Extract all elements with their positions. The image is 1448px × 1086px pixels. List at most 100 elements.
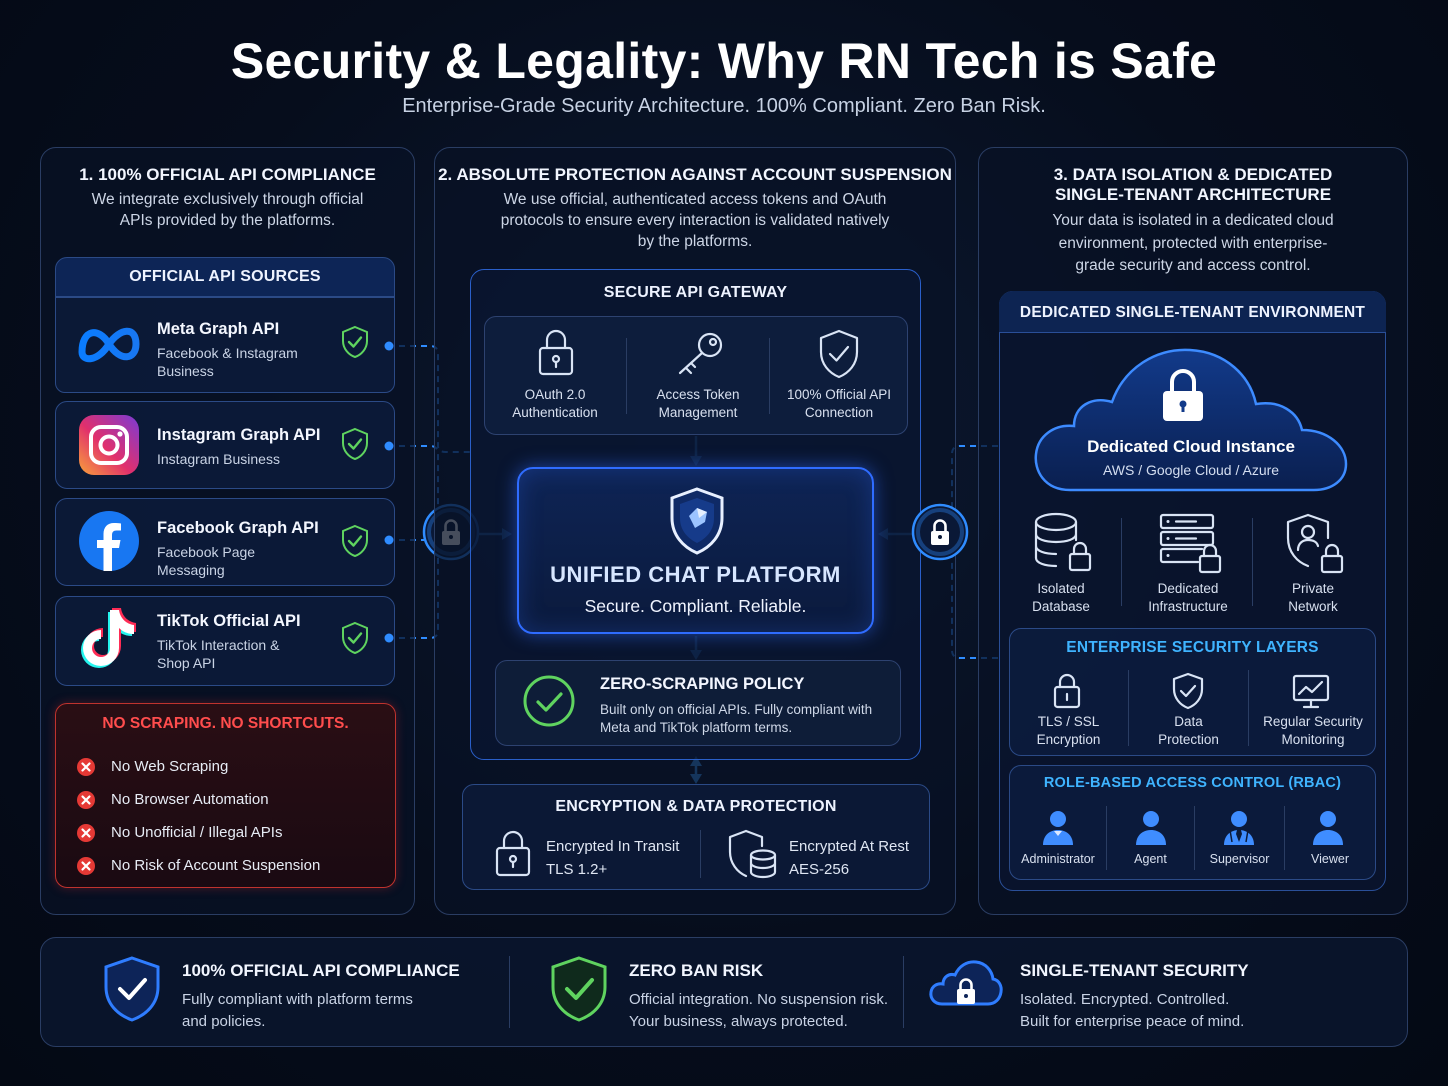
- footer-desc-line: Your business, always protected.: [629, 1013, 848, 1030]
- layer-item-line: TLS / SSL: [1037, 714, 1100, 729]
- gateway-item-line: Management: [658, 405, 738, 420]
- env-title: DEDICATED SINGLE-TENANT ENVIRONMENT: [1019, 304, 1366, 321]
- gateway-item-line: Connection: [804, 405, 874, 420]
- enc-item-line: Encrypted In Transit: [546, 838, 680, 855]
- footer-desc-line: Isolated. Encrypted. Controlled.: [1020, 991, 1230, 1008]
- role-label: Viewer: [1311, 852, 1349, 866]
- no-scraping-box: [55, 703, 396, 888]
- col2-desc-line2: protocols to ensure every interaction is…: [500, 212, 890, 229]
- connector-dot: [384, 341, 394, 351]
- layers-title: ENTERPRISE SECURITY LAYERS: [1066, 639, 1319, 656]
- viewer-avatar-icon: [1313, 811, 1343, 845]
- divider: [1284, 806, 1285, 870]
- verified-shield-icon: [342, 427, 368, 461]
- no-item-label: No Risk of Account Suspension: [111, 857, 321, 874]
- administrator-avatar-icon: [1043, 811, 1073, 845]
- role-label: Administrator: [1021, 852, 1095, 866]
- layer-item-line: Protection: [1158, 732, 1219, 747]
- no-scraping-title: NO SCRAPING. NO SHORTCUTS.: [102, 715, 349, 732]
- lock-node-icon: [911, 503, 969, 561]
- enc-rest: Encrypted At Rest AES-256: [789, 835, 909, 881]
- tiktok-logo-icon: [81, 608, 136, 668]
- col1-desc-line2: APIs provided by the platforms.: [119, 212, 336, 229]
- footer-desc-line: Built for enterprise peace of mind.: [1020, 1013, 1245, 1030]
- verified-shield-icon: [342, 621, 368, 655]
- layer-item-line: Data: [1174, 714, 1203, 729]
- divider: [903, 956, 904, 1028]
- divider: [1128, 670, 1129, 746]
- divider: [1121, 518, 1122, 606]
- platform-title: UNIFIED CHAT PLATFORM: [550, 562, 841, 587]
- gateway-item-label: 100% Official API Connection: [774, 386, 904, 422]
- infra-item-line: Private: [1291, 581, 1335, 596]
- gateway-item-label: Access Token Management: [632, 386, 764, 422]
- no-list: No Web Scraping No Browser Automation No…: [76, 750, 320, 882]
- list-item: No Browser Automation: [76, 783, 320, 816]
- col1-heading: 1. 100% OFFICIAL API COMPLIANCE: [79, 165, 376, 184]
- gateway-item-line: 100% Official API: [786, 387, 892, 402]
- shield-database-icon: [728, 829, 777, 879]
- server-lock-icon: [1159, 513, 1222, 574]
- infra-item-line: Infrastructure: [1148, 599, 1228, 614]
- cloud-subtitle: AWS / Google Cloud / Azure: [1102, 462, 1280, 478]
- monitor-chart-icon: [1292, 674, 1330, 709]
- gateway-item-line: Authentication: [512, 405, 598, 420]
- check-circle-icon: [523, 675, 575, 727]
- zero-scraping-line: Meta and TikTok platform terms.: [600, 720, 793, 735]
- infra-item-line: Dedicated: [1157, 581, 1219, 596]
- api-sources-title: OFFICIAL API SOURCES: [129, 268, 321, 285]
- col2-heading: 2. ABSOLUTE PROTECTION AGAINST ACCOUNT S…: [438, 165, 952, 184]
- col2-desc-line1: We use official, authenticated access to…: [503, 191, 887, 208]
- list-item: No Unofficial / Illegal APIs: [76, 816, 320, 849]
- api-source-name: Meta Graph API: [157, 320, 280, 338]
- connector-dot: [384, 535, 394, 545]
- divider: [1106, 806, 1107, 870]
- divider: [1252, 518, 1253, 606]
- enc-item-line: TLS 1.2+: [546, 861, 608, 878]
- zero-scraping-line: Built only on official APIs. Fully compl…: [600, 702, 873, 717]
- no-item-label: No Browser Automation: [111, 791, 269, 808]
- col1-desc-line1: We integrate exclusively through officia…: [91, 191, 364, 208]
- divider: [626, 338, 627, 414]
- enc-item-line: AES-256: [789, 861, 850, 878]
- key-icon: [678, 332, 723, 375]
- platform-subtitle: Secure. Compliant. Reliable.: [584, 596, 807, 616]
- col3-heading-line2: SINGLE-TENANT ARCHITECTURE: [1054, 185, 1332, 204]
- footer-title: SINGLE-TENANT SECURITY: [1020, 961, 1249, 980]
- gateway-item-line: OAuth 2.0: [524, 387, 586, 402]
- layer-item-label: TLS / SSL Encryption: [1010, 713, 1127, 749]
- env-header: [999, 291, 1386, 333]
- infra-item-line: Isolated: [1037, 581, 1085, 596]
- shield-check-icon: [819, 329, 859, 379]
- page-subtitle: Enterprise-Grade Security Architecture. …: [402, 95, 1046, 117]
- network-lock-icon: [1286, 513, 1344, 574]
- padlock-icon: [1163, 369, 1203, 421]
- api-source-name: Facebook Graph API: [157, 519, 319, 537]
- col3-desc-line2: environment, protected with enterprise-: [1058, 235, 1328, 252]
- instagram-logo-icon: [79, 415, 139, 475]
- divider: [700, 830, 701, 878]
- layer-item-line: Regular Security: [1263, 714, 1363, 729]
- divider: [1248, 670, 1249, 746]
- footer-desc: Official integration. No suspension risk…: [629, 989, 888, 1033]
- infra-item-label: Isolated Database: [1001, 580, 1121, 616]
- footer-title: 100% OFFICIAL API COMPLIANCE: [182, 961, 460, 980]
- shield-check-icon: [551, 956, 607, 1022]
- verified-shield-icon: [342, 524, 368, 558]
- padlock-icon: [495, 830, 531, 877]
- enterprise-security-layers: [1009, 628, 1376, 756]
- gateway-title: SECURE API GATEWAY: [603, 284, 788, 301]
- meta-logo-icon: [78, 327, 140, 363]
- enc-item-line: Encrypted At Rest: [789, 838, 910, 855]
- api-source-name: TikTok Official API: [157, 612, 301, 630]
- role-label: Supervisor: [1209, 852, 1270, 866]
- zero-scraping-desc: Built only on official APIs. Fully compl…: [600, 701, 872, 737]
- database-lock-icon: [1034, 512, 1092, 572]
- padlock-icon: [1053, 673, 1081, 709]
- col3-heading-line1: 3. DATA ISOLATION & DEDICATED: [1053, 165, 1333, 184]
- gateway-item-label: OAuth 2.0 Authentication: [490, 386, 620, 422]
- encryption-title: ENCRYPTION & DATA PROTECTION: [555, 798, 837, 815]
- api-source-sub: Business: [157, 363, 214, 379]
- cloud-lock-icon: [929, 960, 1003, 1006]
- x-circle-icon: [77, 823, 95, 842]
